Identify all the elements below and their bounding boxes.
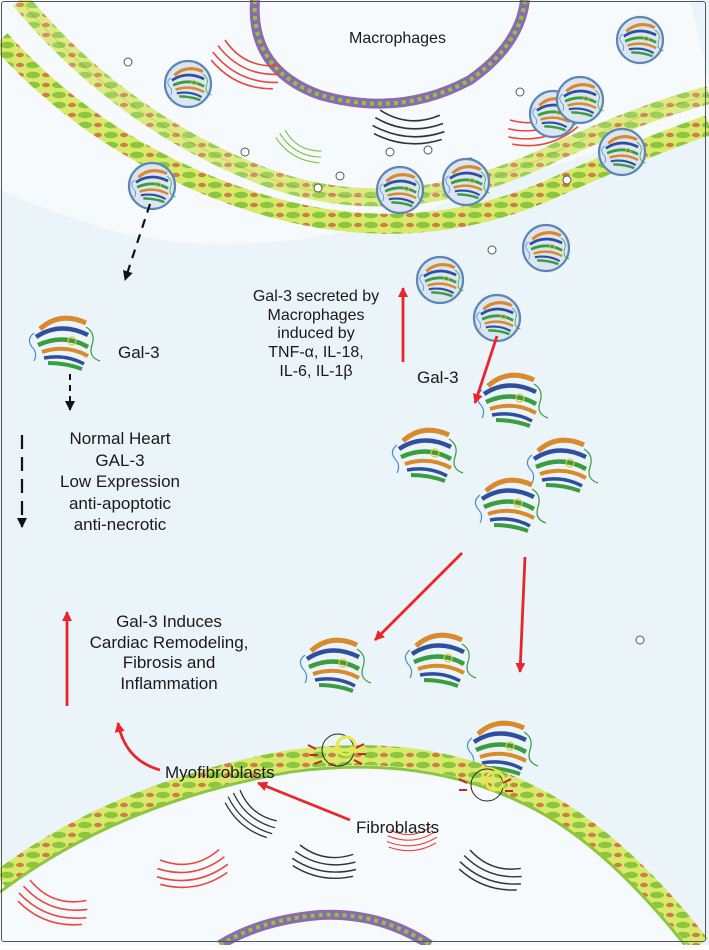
induces-label: Gal-3 Induces Cardiac Remodeling, Fibros… <box>74 612 264 695</box>
fibroblasts-label: Fibroblasts <box>356 818 440 837</box>
red-arrows <box>62 287 527 822</box>
secreted-label: Gal-3 secreted by Macrophages induced by… <box>236 288 396 382</box>
secreted-line-1: Gal-3 secreted by <box>252 288 380 305</box>
induces-line-4: Inflammation <box>120 674 218 694</box>
normal-heart-label: Normal Heart GAL-3 Low Expression anti-a… <box>30 428 210 536</box>
induces-line-2: Cardiac Remodeling, <box>89 632 249 652</box>
normal-heart-line-2: GAL-3 <box>95 450 145 470</box>
secreted-line-4: TNF-α, IL-18, <box>268 344 364 362</box>
myofibroblasts-label: Myofibroblasts <box>165 763 275 782</box>
gal3-left-label: Gal-3 <box>118 343 160 362</box>
fibroblast-membrane <box>0 745 708 950</box>
normal-heart-line-4: anti-apoptotic <box>68 493 172 513</box>
receptor-icon <box>307 733 513 802</box>
normal-heart-line-3: Low Expression <box>59 472 180 492</box>
normal-heart-line-5: anti-necrotic <box>73 515 167 535</box>
secreted-line-5: IL-6, IL-1β <box>279 362 353 380</box>
gal3-center-label: Gal-3 <box>417 368 459 387</box>
dashed-arrow-vesicle-to-gal3 <box>123 203 152 281</box>
macrophages-label: Macrophages <box>349 30 446 47</box>
induces-line-3: Fibrosis and <box>122 653 216 673</box>
normal-heart-line-1: Normal Heart <box>69 429 171 448</box>
induces-line-1: Gal-3 Induces <box>116 612 222 631</box>
secreted-line-2: Macrophages <box>267 306 365 324</box>
secreted-line-3: induced by <box>277 325 355 343</box>
macrophage-cytoplasm <box>0 0 709 245</box>
